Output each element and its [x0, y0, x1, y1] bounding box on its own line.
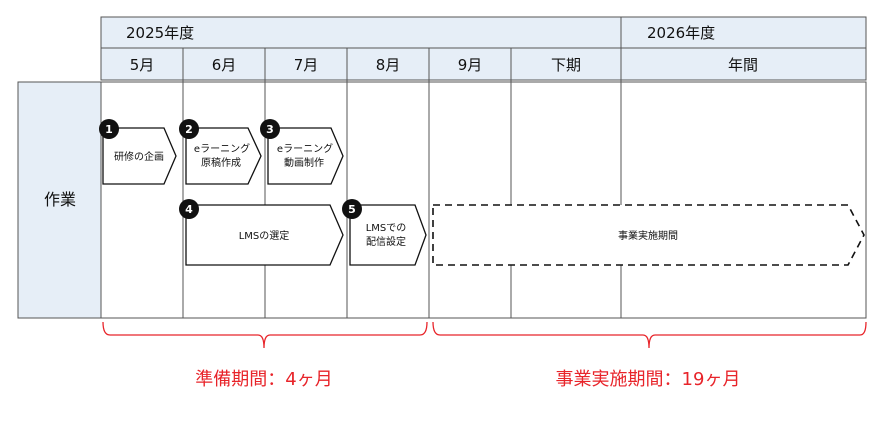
period-june: 6月: [212, 56, 237, 74]
task-4-label: LMSの選定: [239, 229, 290, 242]
badge-2-number: 2: [185, 123, 193, 136]
task-3-elearning-video: eラーニング 動画制作: [267, 127, 344, 185]
task-3-label-line2: 動画制作: [284, 156, 324, 169]
task-5-lms-config: LMSでの 配信設定: [349, 204, 427, 266]
task-1-arrow: [102, 127, 177, 185]
period-annual: 年間: [728, 56, 758, 74]
implementation-label: 事業実施期間: [618, 229, 678, 242]
phase-preparation-label: 準備期間：4ヶ月: [195, 369, 332, 390]
task-2-label-line2: 原稿作成: [201, 156, 241, 169]
task-4-lms-selection: LMSの選定: [185, 204, 344, 266]
badge-3-number: 3: [266, 123, 274, 136]
header-period-row: [100, 47, 867, 81]
period-may: 5月: [130, 56, 155, 74]
fiscal-year-2026: 2026年度: [647, 24, 715, 42]
task-3-arrow: [267, 127, 344, 185]
period-july: 7月: [294, 56, 319, 74]
implementation-period: 事業実施期間: [432, 204, 865, 266]
body-grid: [100, 81, 867, 319]
task-5-label-line1: LMSでの: [366, 223, 407, 234]
badge-5: 5: [342, 199, 362, 219]
task-1-planning: 研修の企画: [102, 127, 177, 185]
header-year-row: [100, 16, 867, 49]
task-4-arrow: [185, 204, 344, 266]
badge-1: 1: [99, 119, 119, 139]
task-5-label-line2: 配信設定: [366, 235, 406, 248]
column-dividers: [182, 48, 622, 318]
badge-4: 4: [179, 199, 199, 219]
brace-preparation: [102, 321, 428, 349]
badge-5-number: 5: [348, 203, 356, 216]
period-second-half: 下期: [551, 56, 581, 74]
task-2-arrow: [185, 127, 262, 185]
badge-4-number: 4: [185, 203, 193, 216]
period-august: 8月: [376, 56, 401, 74]
task-5-arrow: [349, 204, 427, 266]
phase-implementation-label: 事業実施期間：19ヶ月: [556, 369, 741, 390]
row-label-cell: [17, 81, 102, 319]
row-label-work: 作業: [44, 190, 76, 209]
implementation-arrow: [432, 204, 865, 266]
badge-2: 2: [179, 119, 199, 139]
badge-1-number: 1: [105, 123, 113, 136]
task-2-elearning-script: eラーニング 原稿作成: [185, 127, 262, 185]
task-3-label-line1: eラーニング: [277, 142, 333, 155]
task-1-label: 研修の企画: [114, 150, 164, 163]
period-september: 9月: [458, 56, 483, 74]
task-2-label-line1: eラーニング: [194, 142, 250, 155]
brace-implementation: [432, 321, 867, 349]
fiscal-year-2025: 2025年度: [126, 24, 194, 42]
badge-3: 3: [260, 119, 280, 139]
